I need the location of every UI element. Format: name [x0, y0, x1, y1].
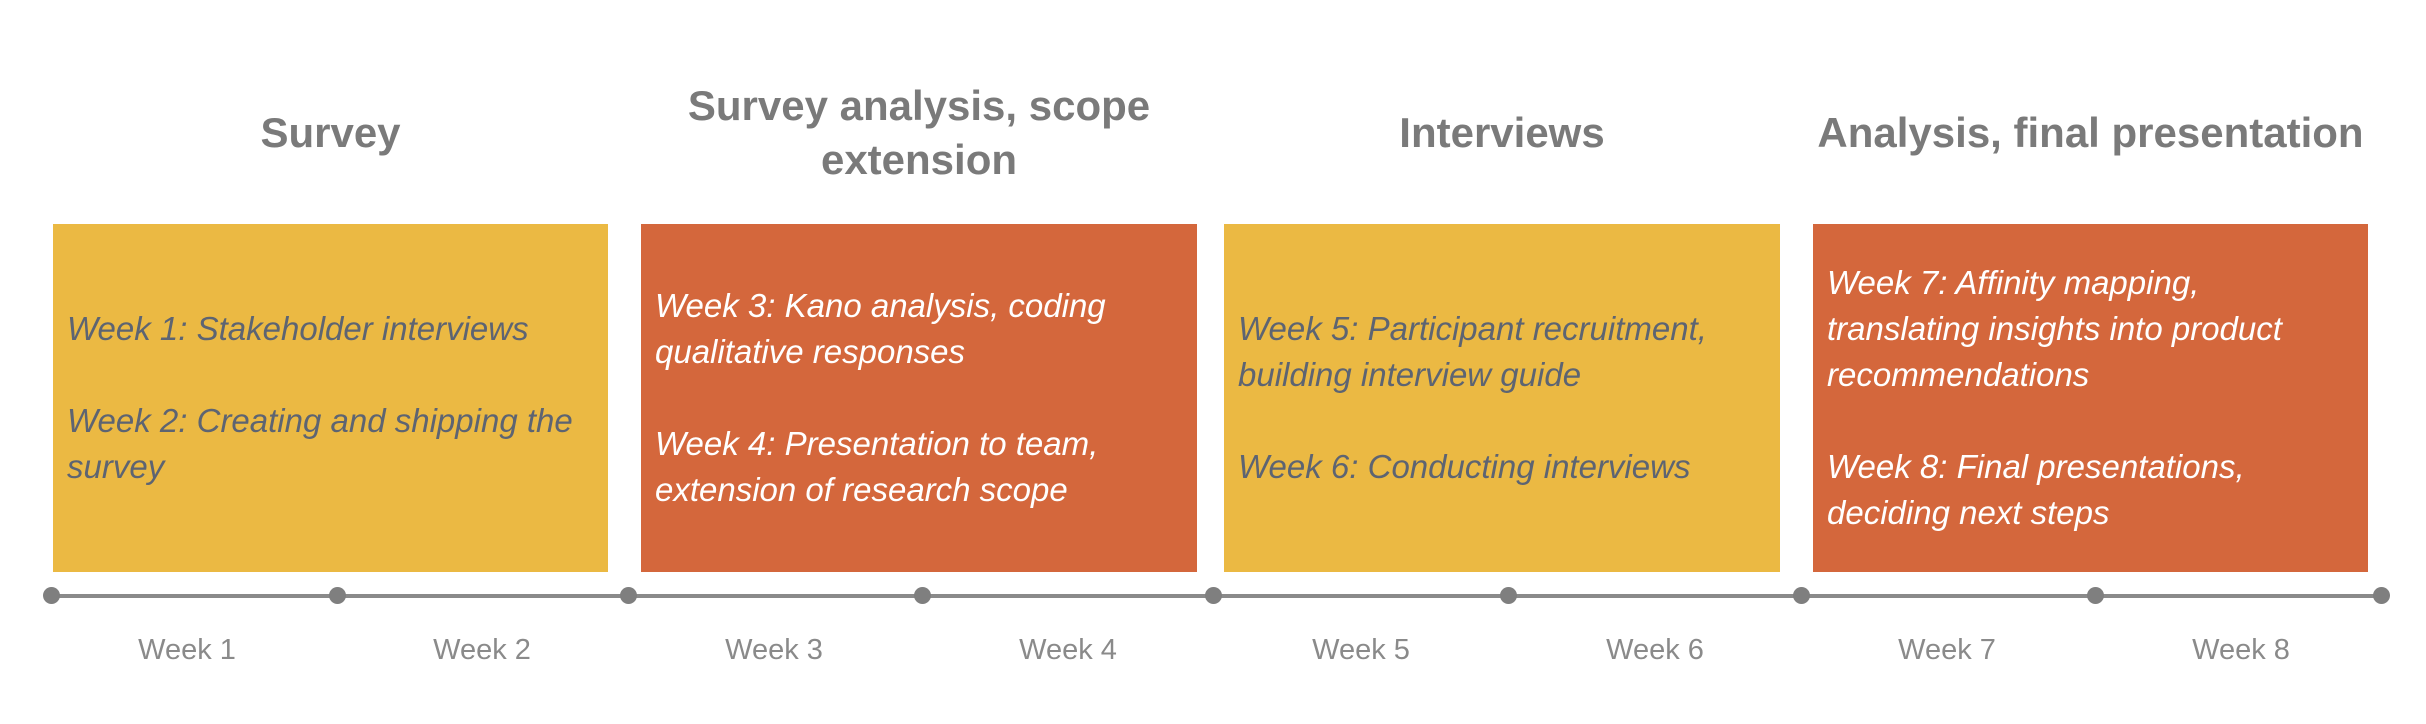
- timeline-dot: [2373, 587, 2390, 604]
- timeline-dot: [1793, 587, 1810, 604]
- timeline-label: Week 3: [725, 634, 823, 666]
- phase-box-survey: Week 1: Stakeholder interviews Week 2: C…: [53, 224, 608, 572]
- timeline-label: Week 8: [2192, 634, 2290, 666]
- phase-item: Week 7: Affinity mapping, translating in…: [1827, 264, 2282, 393]
- phase-item: Week 1: Stakeholder interviews: [67, 310, 529, 347]
- timeline-label: Week 5: [1312, 634, 1410, 666]
- timeline-label: Week 7: [1898, 634, 1996, 666]
- timeline-dot: [43, 587, 60, 604]
- timeline-dot: [1500, 587, 1517, 604]
- phase-title-survey-analysis: Survey analysis, scope extension: [687, 82, 1151, 183]
- timeline-dot: [2087, 587, 2104, 604]
- timeline-dot: [620, 587, 637, 604]
- phase-title-analysis: Analysis, final presentation: [1817, 109, 2364, 156]
- phase-box-survey-analysis: Week 3: Kano analysis, coding qualitativ…: [641, 224, 1197, 572]
- timeline-label: Week 2: [433, 634, 531, 666]
- phase-box-analysis: Week 7: Affinity mapping, translating in…: [1813, 224, 2368, 572]
- phase-title-survey: Survey: [260, 109, 401, 156]
- timeline-dot: [1205, 587, 1222, 604]
- phase-box-interviews: Week 5: Participant recruitment, buildin…: [1224, 224, 1780, 572]
- timeline-dot: [329, 587, 346, 604]
- phase-title-interviews: Interviews: [1399, 109, 1605, 156]
- phase-item: Week 5: Participant recruitment, buildin…: [1238, 310, 1707, 393]
- phase-item: Week 4: Presentation to team, extension …: [655, 425, 1099, 508]
- phase-item: Week 3: Kano analysis, coding qualitativ…: [655, 287, 1106, 370]
- timeline-label: Week 1: [138, 634, 236, 666]
- phase-item: Week 2: Creating and shipping the survey: [67, 402, 573, 485]
- phase-item: Week 8: Final presentations, deciding ne…: [1827, 448, 2245, 531]
- timeline-label: Week 4: [1019, 634, 1117, 666]
- timeline-dot: [914, 587, 931, 604]
- timeline-label: Week 6: [1606, 634, 1704, 666]
- phase-item: Week 6: Conducting interviews: [1238, 448, 1691, 485]
